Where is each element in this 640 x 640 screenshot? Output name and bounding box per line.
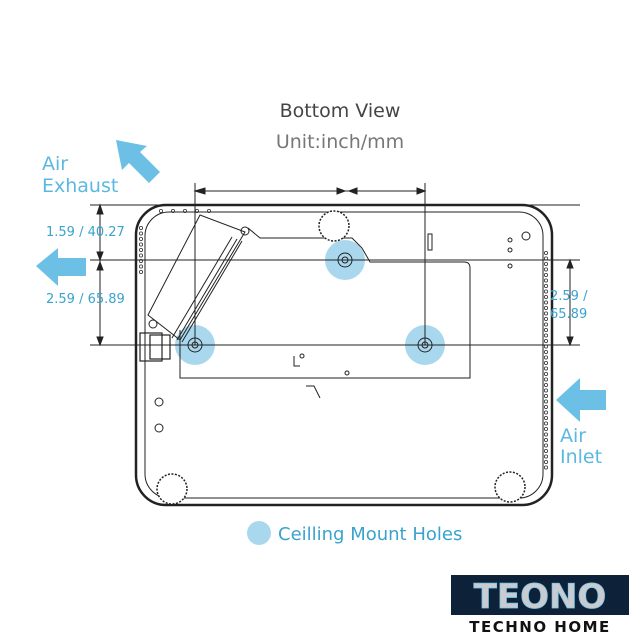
vent-hole — [138, 258, 143, 263]
inlet-arrow-icon — [556, 378, 606, 422]
dimension-lines — [90, 183, 580, 347]
vent-hole — [544, 360, 549, 365]
vent-hole — [544, 388, 549, 393]
projector-outline — [134, 203, 554, 507]
air-inlet-label-1: Air — [560, 425, 586, 447]
unit-label: Unit:inch/mm — [276, 131, 404, 153]
vent-hole — [544, 283, 549, 288]
vent-hole — [544, 432, 549, 437]
logo-sub: TECHNO HOME — [469, 618, 611, 636]
vent-hole — [544, 454, 549, 459]
vent-hole — [544, 465, 549, 470]
vent-hole — [138, 242, 143, 247]
vent-hole — [544, 443, 549, 448]
vent-hole — [158, 208, 163, 213]
vent-hole — [544, 300, 549, 305]
vent-hole — [544, 426, 549, 431]
teono-logo: TEONO TECHNO HOME — [451, 575, 629, 636]
dim-right-2: 65.89 — [550, 307, 587, 322]
exhaust-arrow-icon — [116, 140, 160, 183]
air-exhaust-label-2: Exhaust — [42, 175, 118, 197]
vent-hole — [544, 294, 549, 299]
vent-hole — [138, 236, 143, 241]
vent-hole — [544, 404, 549, 409]
vent-hole — [544, 448, 549, 453]
vent-hole — [544, 410, 549, 415]
vent-hole — [544, 437, 549, 442]
vent-hole — [544, 250, 549, 255]
vent-hole — [544, 399, 549, 404]
feet — [156, 210, 526, 505]
dim-right-1: 2.59 / — [550, 289, 588, 304]
vent-hole — [206, 208, 211, 213]
vent-hole — [138, 253, 143, 258]
vent-hole — [544, 322, 549, 327]
vent-hole — [138, 264, 143, 269]
vent-hole — [138, 231, 143, 236]
vent-hole — [182, 208, 187, 213]
vent-hole — [544, 382, 549, 387]
vent-hole — [544, 289, 549, 294]
vent-hole — [544, 349, 549, 354]
vent-hole — [544, 393, 549, 398]
vent-hole — [544, 272, 549, 277]
vent-hole — [544, 338, 549, 343]
vent-hole — [544, 377, 549, 382]
legend-swatch-icon — [247, 521, 271, 545]
dim-left-bottom: 2.59 / 65.89 — [46, 292, 125, 307]
vent-hole — [544, 415, 549, 420]
vent-hole — [544, 459, 549, 464]
vent-holes — [138, 208, 549, 470]
vent-hole — [138, 247, 143, 252]
vent-hole — [544, 366, 549, 371]
exhaust-left-arrow-icon — [36, 248, 86, 286]
foot-icon — [318, 210, 350, 242]
vent-hole — [544, 333, 549, 338]
vent-hole — [138, 269, 143, 274]
mount-hole-highlights — [175, 240, 445, 365]
air-exhaust-label-1: Air — [42, 153, 68, 175]
vent-hole — [544, 355, 549, 360]
vent-hole — [138, 225, 143, 230]
vent-hole — [544, 327, 549, 332]
dim-left-top: 1.59 / 40.27 — [46, 225, 125, 240]
vent-hole — [544, 267, 549, 272]
title: Bottom View — [280, 100, 401, 122]
foot-icon — [156, 473, 188, 505]
foot-icon — [494, 471, 526, 503]
vent-hole — [544, 261, 549, 266]
vent-hole — [544, 421, 549, 426]
vent-hole — [544, 316, 549, 321]
vent-hole — [544, 311, 549, 316]
vent-hole — [544, 371, 549, 376]
logo-main: TEONO — [474, 577, 607, 617]
air-inlet-label-2: Inlet — [560, 446, 602, 468]
vent-hole — [544, 278, 549, 283]
vent-hole — [544, 305, 549, 310]
legend-label: Ceilling Mount Holes — [278, 524, 462, 545]
vent-hole — [170, 208, 175, 213]
